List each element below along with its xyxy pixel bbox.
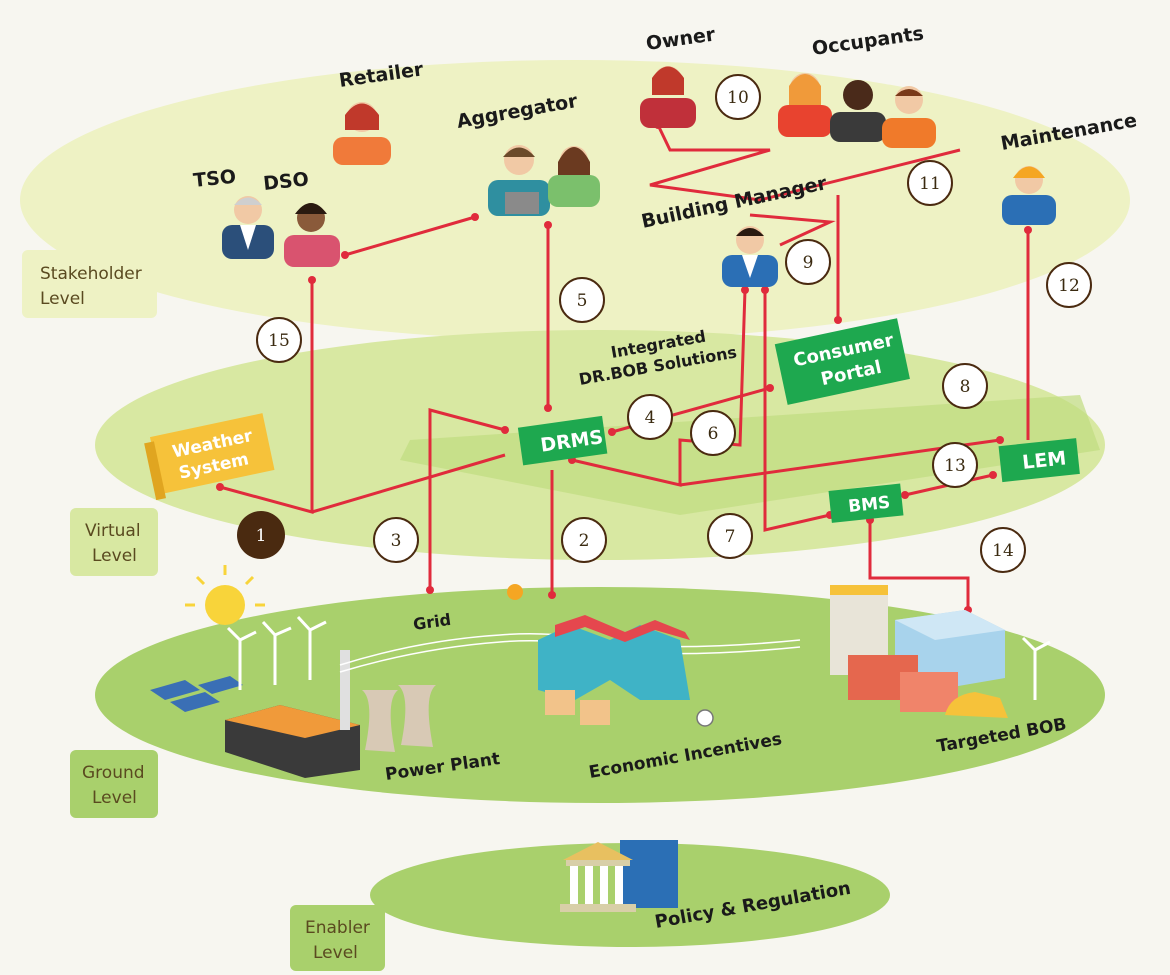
level-text-2: Level — [40, 289, 85, 309]
stakeholder-level-label: Stakeholder Level — [22, 250, 157, 318]
svg-text:Ground: Ground — [82, 763, 145, 783]
svg-text:15: 15 — [268, 331, 290, 351]
svg-text:Level: Level — [92, 546, 137, 566]
maintenance-person-icon — [1002, 166, 1056, 225]
svg-text:5: 5 — [577, 291, 588, 311]
level-text-1: Stakeholder — [40, 264, 142, 284]
building-manager-person-icon — [722, 226, 778, 287]
svg-text:LEM: LEM — [1021, 447, 1067, 473]
svg-text:7: 7 — [725, 527, 736, 547]
consumer-portal-box[interactable]: Consumer Portal — [774, 318, 910, 405]
retailer-person-icon — [333, 102, 391, 165]
targeted-buildings-icon — [830, 585, 1008, 718]
svg-text:12: 12 — [1058, 276, 1080, 296]
virtual-plane-inner — [400, 395, 1100, 515]
owner-person-icon — [640, 66, 696, 128]
svg-text:11: 11 — [919, 174, 941, 194]
solar-panels-icon — [150, 676, 243, 712]
svg-text:13: 13 — [944, 456, 966, 476]
dso-person-icon — [284, 203, 340, 267]
dso-label: DSO — [262, 168, 310, 195]
ground-level-label: Ground Level — [70, 750, 158, 818]
tso-label: TSO — [192, 166, 237, 192]
svg-text:1: 1 — [256, 526, 267, 546]
svg-text:BMS: BMS — [847, 493, 891, 517]
owner-label: Owner — [645, 23, 717, 55]
svg-text:9: 9 — [803, 253, 814, 273]
svg-text:8: 8 — [960, 377, 971, 397]
wind-turbines-icon — [226, 615, 1051, 700]
lem-box[interactable]: LEM — [998, 438, 1080, 483]
sun-icon — [185, 565, 265, 625]
enabler-level-label: Enabler Level — [290, 905, 385, 971]
bms-box[interactable]: BMS — [828, 483, 904, 523]
svg-text:Level: Level — [92, 788, 137, 808]
numbered-circle-labels: 2 3 4 5 6 7 8 9 10 11 12 13 14 15 — [268, 88, 1080, 561]
virtual-level-label: Virtual Level — [70, 508, 158, 576]
occupants-people-icon — [778, 73, 936, 148]
number-badges: 1 — [237, 511, 285, 559]
svg-text:6: 6 — [708, 424, 719, 444]
occupants-label: Occupants — [811, 23, 926, 60]
svg-text:14: 14 — [992, 541, 1014, 561]
weather-system-box: Weather System — [144, 413, 275, 501]
drms-box[interactable]: DRMS — [517, 415, 608, 466]
svg-text:3: 3 — [391, 531, 402, 551]
svg-text:Level: Level — [313, 943, 358, 963]
svg-text:2: 2 — [579, 531, 590, 551]
tso-person-icon — [222, 196, 274, 259]
svg-text:4: 4 — [645, 408, 656, 428]
numbered-circles — [256, 74, 1092, 573]
aggregator-people-icon — [488, 145, 600, 216]
svg-text:10: 10 — [727, 88, 749, 108]
svg-text:Enabler: Enabler — [305, 918, 370, 938]
power-plant-icon — [225, 650, 436, 778]
policy-building-icon — [560, 840, 678, 912]
svg-text:Virtual: Virtual — [85, 521, 141, 541]
economic-incentives-icon — [507, 584, 714, 727]
